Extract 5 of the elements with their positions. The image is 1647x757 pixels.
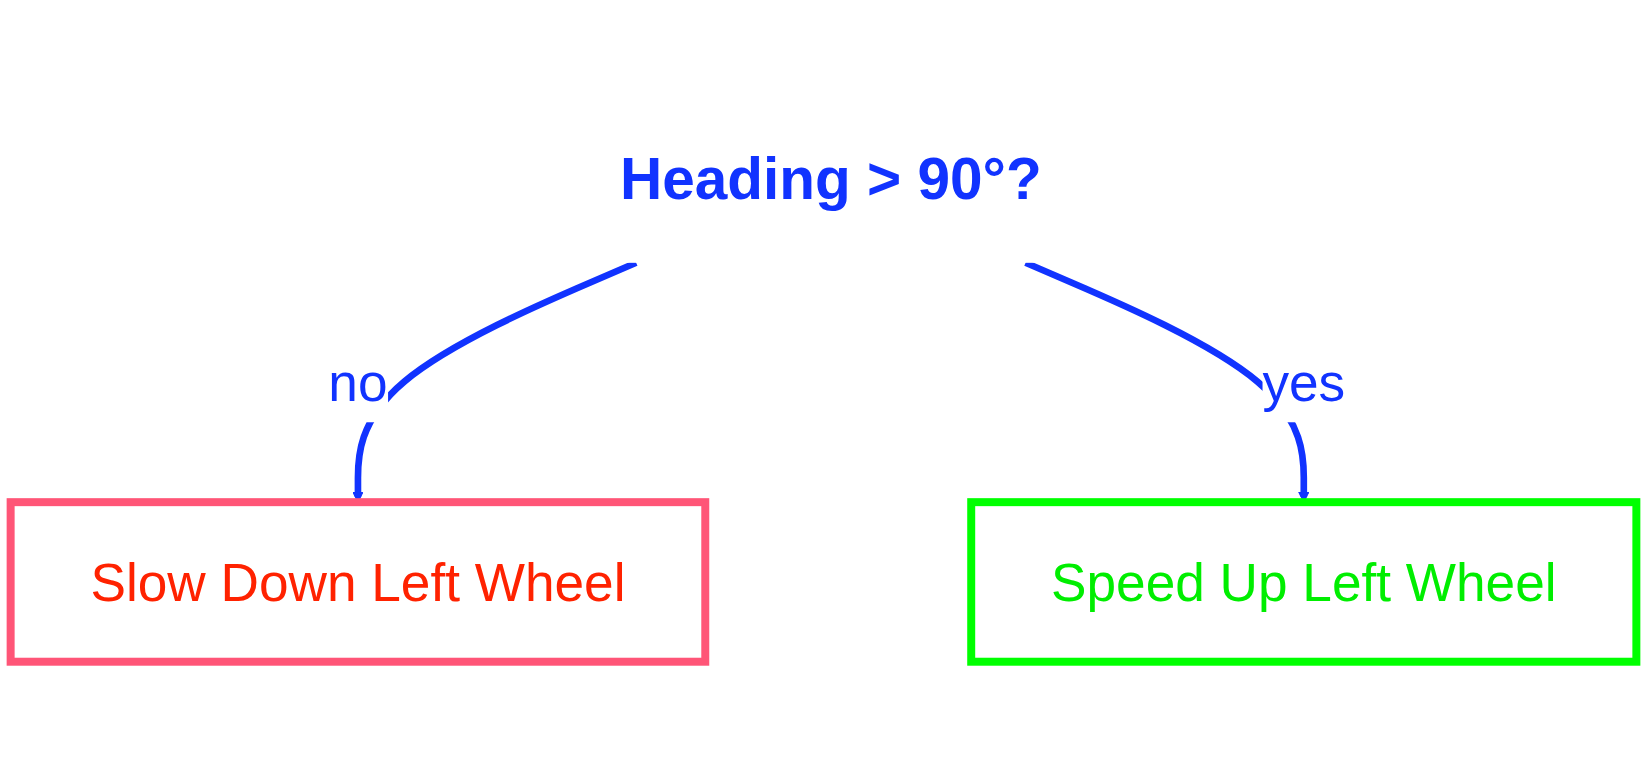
node-box: Slow Down Left Wheel <box>6 498 710 666</box>
node-text: Heading > 90°? <box>620 145 1042 211</box>
edge-label: no <box>328 353 388 412</box>
node-box: Speed Up Left Wheel <box>967 498 1641 666</box>
edge-label: yes <box>1262 353 1346 412</box>
